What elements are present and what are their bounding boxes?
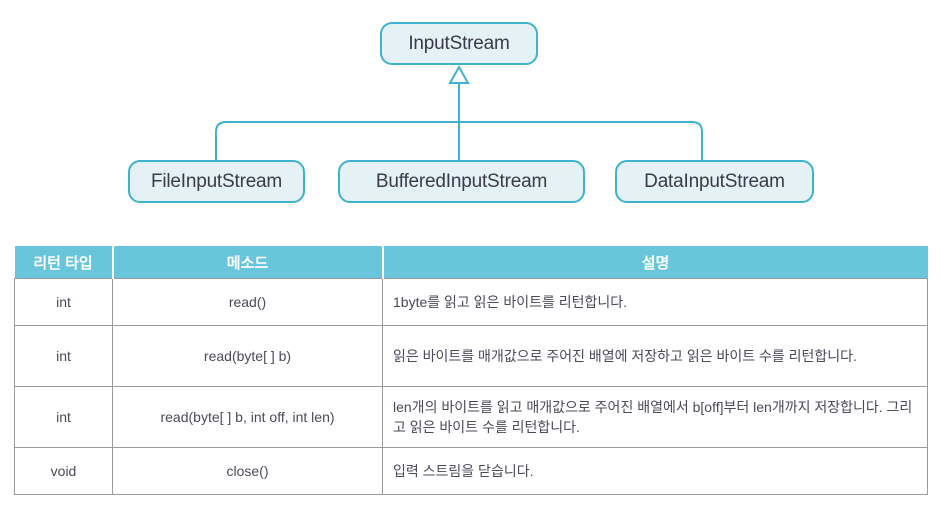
- uml-node-label: FileInputStream: [150, 170, 283, 192]
- table-row: int read(byte[ ] b, int off, int len) le…: [14, 386, 928, 448]
- uml-node-label: BufferedInputStream: [375, 170, 548, 192]
- uml-node-fileinputstream[interactable]: FileInputStream: [128, 160, 305, 203]
- cell-method: read(): [112, 278, 383, 326]
- uml-node-inputstream[interactable]: InputStream: [380, 22, 538, 65]
- method-summary-table: 리턴 타입 메소드 설명 int read() 1byte를 읽고 읽은 바이트…: [14, 246, 928, 495]
- column-header-return-type: 리턴 타입: [14, 246, 114, 279]
- cell-return-type: void: [14, 447, 113, 495]
- column-header-method: 메소드: [112, 246, 384, 279]
- table-row: void close() 입력 스트림을 닫습니다.: [14, 447, 928, 495]
- cell-method: close(): [112, 447, 383, 495]
- uml-connector-lines: [215, 64, 703, 160]
- cell-description: 입력 스트림을 닫습니다.: [382, 447, 928, 495]
- table-header-row: 리턴 타입 메소드 설명: [14, 246, 928, 279]
- uml-node-label: DataInputStream: [644, 170, 785, 192]
- inheritance-triangle-icon: [448, 64, 470, 84]
- cell-method: read(byte[ ] b): [112, 325, 383, 387]
- cell-return-type: int: [14, 386, 113, 448]
- uml-node-label: InputStream: [408, 32, 510, 54]
- table-row: int read() 1byte를 읽고 읽은 바이트를 리턴합니다.: [14, 278, 928, 326]
- table-row: int read(byte[ ] b) 읽은 바이트를 매개값으로 주어진 배열…: [14, 325, 928, 387]
- cell-return-type: int: [14, 325, 113, 387]
- cell-return-type: int: [14, 278, 113, 326]
- uml-class-diagram: InputStream FileInputStream BufferedInpu…: [0, 0, 940, 240]
- cell-description: 1byte를 읽고 읽은 바이트를 리턴합니다.: [382, 278, 928, 326]
- cell-description: 읽은 바이트를 매개값으로 주어진 배열에 저장하고 읽은 바이트 수를 리턴합…: [382, 325, 928, 387]
- column-header-description: 설명: [382, 246, 928, 279]
- uml-node-bufferedinputstream[interactable]: BufferedInputStream: [338, 160, 585, 203]
- cell-method: read(byte[ ] b, int off, int len): [112, 386, 383, 448]
- uml-node-datainputstream[interactable]: DataInputStream: [615, 160, 814, 203]
- cell-description: len개의 바이트를 읽고 매개값으로 주어진 배열에서 b[off]부터 le…: [382, 386, 928, 448]
